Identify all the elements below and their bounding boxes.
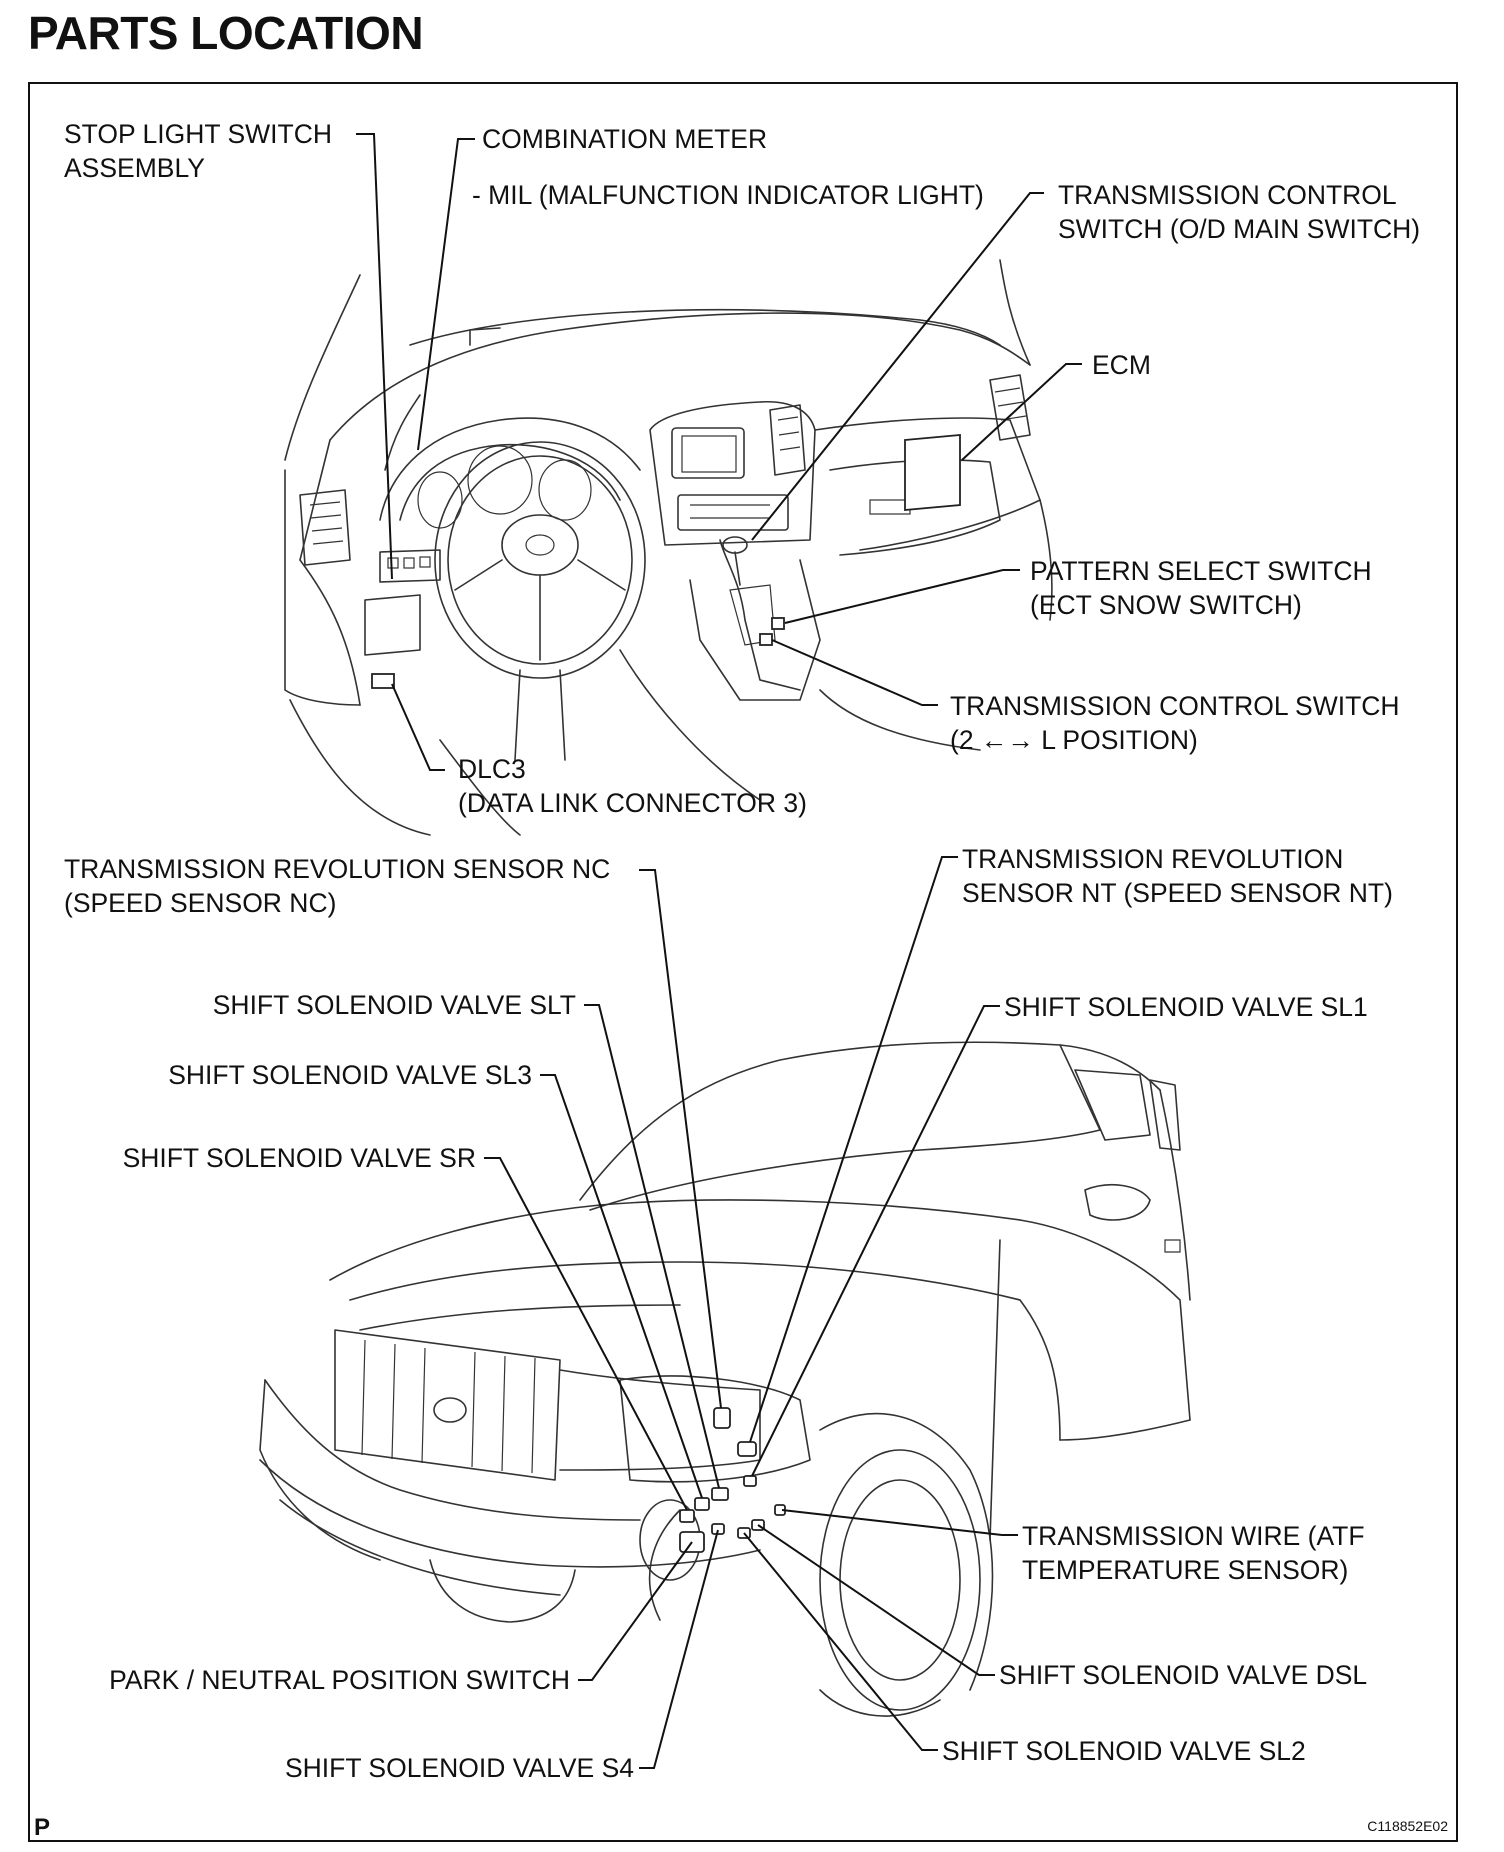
speed-sensor-nt-part — [737, 1441, 757, 1457]
label-combination-meter: COMBINATION METER — [482, 124, 768, 154]
label-park-neutral-position-switch: PARK / NEUTRAL POSITION SWITCH — [109, 1665, 570, 1695]
label-shift-solenoid-sl1: SHIFT SOLENOID VALVE SL1 — [1004, 992, 1368, 1022]
label-shift-solenoid-sl3: SHIFT SOLENOID VALVE SL3 — [168, 1060, 532, 1090]
dashboard-illustration — [284, 259, 1053, 836]
solenoid-sl3-part — [694, 1497, 710, 1511]
diagram-frame — [28, 82, 1458, 1842]
solenoid-sr-part — [679, 1509, 695, 1523]
label-dlc3: DLC3 (DATA LINK CONNECTOR 3) — [458, 754, 807, 818]
speed-sensor-nc-part — [713, 1407, 731, 1429]
label-transmission-control-switch-od: TRANSMISSION CONTROL SWITCH (O/D MAIN SW… — [1058, 180, 1421, 244]
page-title: PARTS LOCATION — [28, 7, 424, 59]
label-speed-sensor-nc: TRANSMISSION REVOLUTION SENSOR NC (SPEED… — [64, 854, 611, 918]
solenoid-slt-part — [711, 1487, 729, 1501]
label-shift-solenoid-slt: SHIFT SOLENOID VALVE SLT — [212, 990, 576, 1020]
label-shift-solenoid-sr: SHIFT SOLENOID VALVE SR — [122, 1143, 476, 1173]
figure-code: C118852E02 — [1367, 1818, 1448, 1834]
label-speed-sensor-nt: TRANSMISSION REVOLUTION SENSOR NT (SPEED… — [962, 844, 1393, 908]
transmission-components — [679, 1407, 786, 1553]
label-stop-light-switch-assembly: STOP LIGHT SWITCH ASSEMBLY — [64, 119, 332, 183]
label-mil: - MIL (MALFUNCTION INDICATOR LIGHT) — [472, 180, 984, 210]
label-pattern-select-switch: PATTERN SELECT SWITCH (ECT SNOW SWITCH) — [1030, 556, 1372, 620]
solenoid-s4-part — [711, 1523, 725, 1535]
label-transmission-control-switch-2l: TRANSMISSION CONTROL SWITCH (2 ←→ L POSI… — [950, 691, 1400, 755]
label-shift-solenoid-dsl: SHIFT SOLENOID VALVE DSL — [999, 1660, 1368, 1690]
leader-lines — [356, 133, 1082, 1769]
vehicle-illustration — [259, 1041, 1191, 1717]
solenoid-sl1-part — [743, 1475, 757, 1487]
label-shift-solenoid-sl2: SHIFT SOLENOID VALVE SL2 — [942, 1736, 1306, 1766]
label-transmission-wire: TRANSMISSION WIRE (ATF TEMPERATURE SENSO… — [1022, 1521, 1365, 1585]
label-ecm: ECM — [1092, 350, 1151, 380]
page-marker: P — [34, 1814, 51, 1841]
label-shift-solenoid-s4: SHIFT SOLENOID VALVE S4 — [284, 1753, 634, 1783]
